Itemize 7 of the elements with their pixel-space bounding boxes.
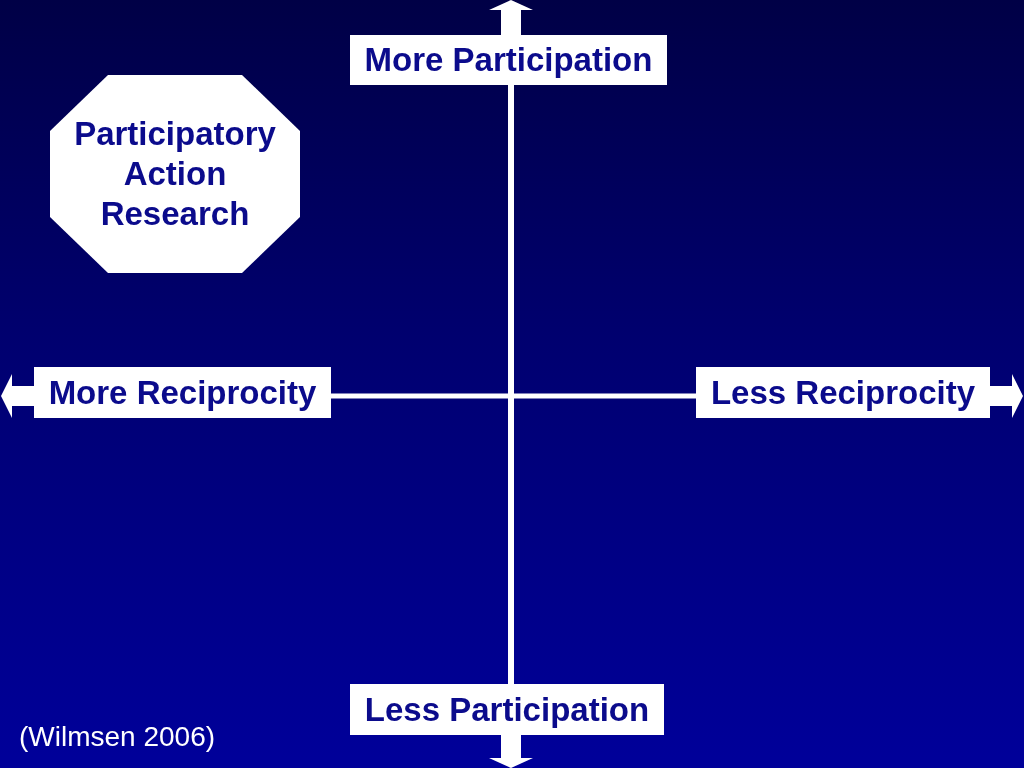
axis-label: More Participation [350,35,667,85]
axis-label: More Reciprocity [34,367,331,418]
axis-label: Less Reciprocity [696,367,990,418]
axis-label: Less Participation [350,684,664,735]
octagon-shape [50,75,300,273]
citation: (Wilmsen 2006) [19,720,216,754]
node-label: Participatory Action Research [73,114,277,234]
